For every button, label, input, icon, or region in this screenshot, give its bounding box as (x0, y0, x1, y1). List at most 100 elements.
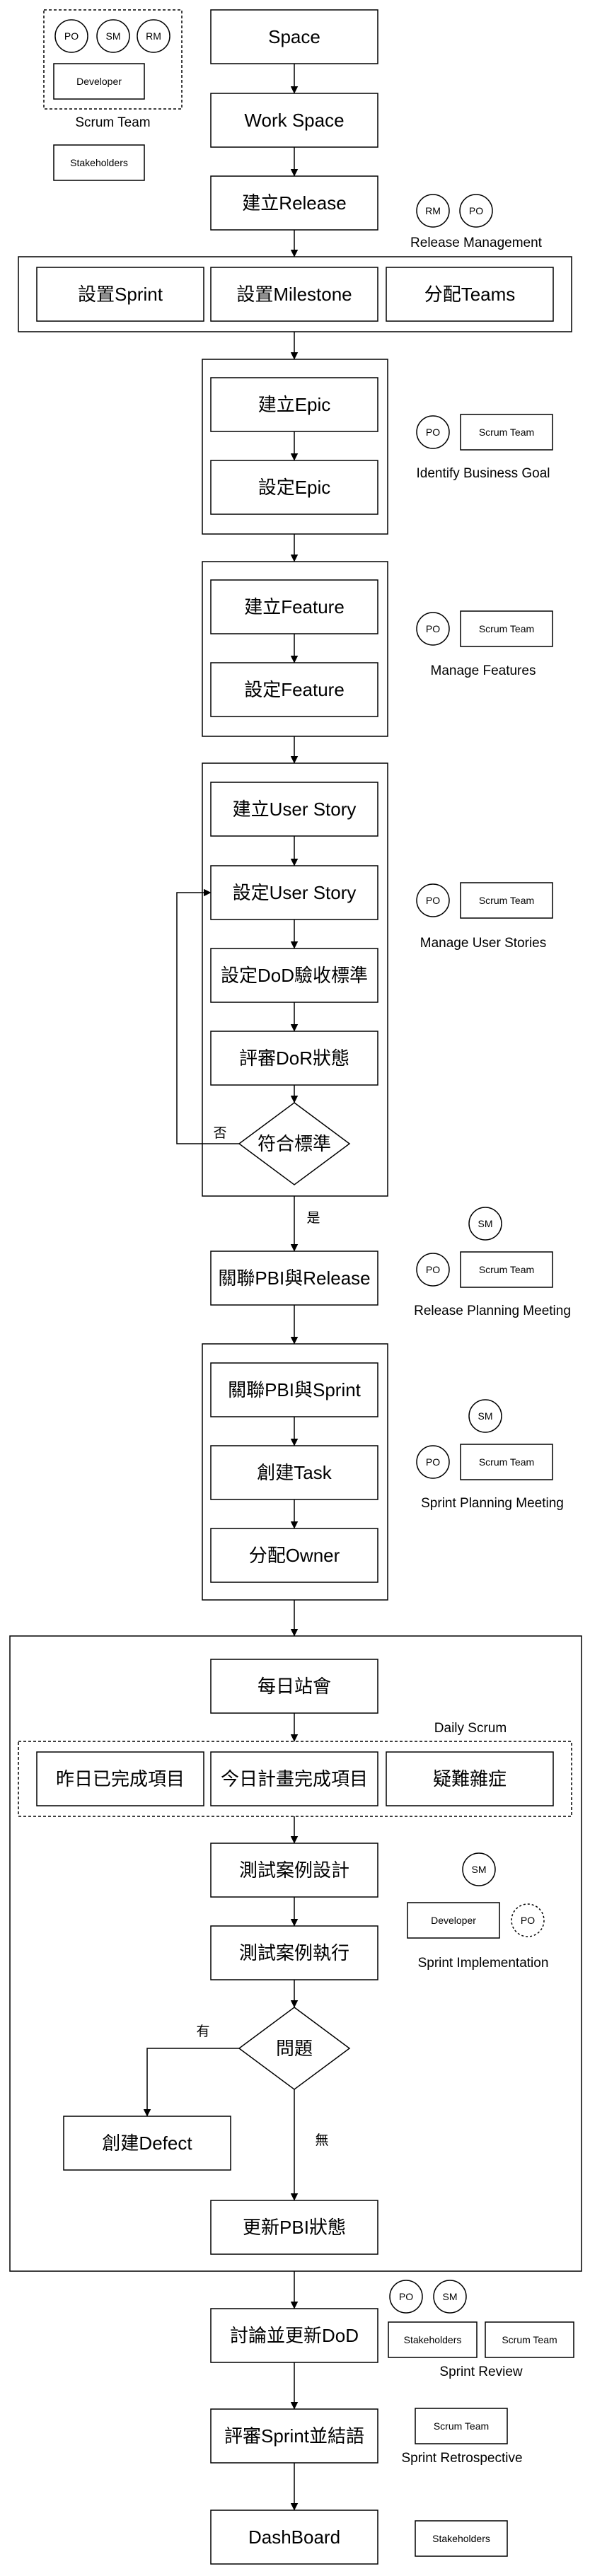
caption-identify-goal: Identify Business Goal (416, 465, 550, 481)
role-developer-box (53, 63, 145, 100)
decision-meets-criteria-label: 符合標準 (257, 1133, 331, 1154)
edge-label-has: 有 (196, 2024, 210, 2039)
caption-sprint-retrospective: Sprint Retrospective (401, 2450, 523, 2466)
role-scrum-team-label: Scrum Team (478, 427, 535, 438)
role-po-circle (459, 194, 493, 228)
role-po-label: PO (520, 1915, 536, 1926)
node-review-dor-label: 評審DoR狀態 (238, 1048, 349, 1069)
decision-issue-label: 問題 (275, 2038, 313, 2059)
node-set-epic-label: 設定Epic (258, 477, 331, 498)
node-create-epic-label: 建立Epic (258, 394, 331, 415)
role-sm-label: SM (471, 1864, 487, 1875)
role-stakeholders-box (53, 144, 145, 181)
role-sm-circle (433, 2280, 467, 2314)
node-set-feature-label: 設定Feature (244, 679, 345, 700)
node-discuss-dod-label: 討論並更新DoD (229, 2325, 359, 2346)
node-impediments (386, 1751, 554, 1806)
node-create-feature-label: 建立Feature (244, 596, 345, 617)
role-scrum-team-box (485, 2321, 574, 2358)
role-developer-label: Developer (76, 76, 122, 87)
role-scrum-team-label: Scrum Team (502, 2334, 557, 2345)
node-plan-today-label: 今日計畫完成項目 (220, 1768, 368, 1789)
caption-release-planning: Release Planning Meeting (414, 1303, 571, 1318)
caption-release-management: Release Management (410, 235, 542, 250)
node-link-pbi-sprint-label: 關聯PBI與Sprint (228, 1379, 361, 1400)
role-po-label: PO (425, 1264, 441, 1275)
role-stakeholders-label: Stakeholders (432, 2533, 490, 2544)
node-assign-teams-label: 分配Teams (424, 284, 516, 305)
node-workspace-label: Work Space (244, 110, 345, 131)
node-dashboard-label: DashBoard (248, 2526, 341, 2548)
caption-manage-stories: Manage User Stories (420, 935, 547, 951)
node-set-milestone (210, 267, 378, 322)
role-po-label: PO (398, 2291, 414, 2302)
caption-sprint-implementation: Sprint Implementation (417, 1955, 549, 1971)
node-set-dod-label: 設定DoD驗收標準 (220, 965, 368, 986)
node-done-yesterday-label: 昨日已完成項目 (55, 1768, 185, 1789)
role-scrum-team-box (460, 414, 553, 451)
node-done-yesterday (36, 1751, 204, 1806)
role-sm-label: SM (442, 2291, 458, 2302)
role-sm-label: SM (478, 1218, 493, 1229)
role-scrum-team-label: Scrum Team (478, 1264, 535, 1275)
node-plan-today (210, 1751, 378, 1806)
role-po-label: PO (425, 427, 441, 438)
role-rm-circle (137, 19, 170, 53)
caption-scrum-team: Scrum Team (75, 115, 151, 130)
role-po-label: PO (468, 205, 484, 216)
role-sm-circle (96, 19, 130, 53)
role-developer-box (407, 1902, 500, 1939)
role-po-circle (511, 1903, 545, 1937)
role-po-circle (54, 19, 88, 53)
role-scrum-team-label: Scrum Team (478, 623, 535, 634)
edge-label-yes: 是 (306, 1210, 320, 1226)
role-po-circle (416, 1253, 450, 1287)
role-sm-circle (468, 1207, 502, 1241)
edge-label-no: 否 (213, 1125, 227, 1141)
role-scrum-team-box (460, 1444, 553, 1480)
node-set-milestone-label: 設置Milestone (236, 284, 352, 305)
role-scrum-team-box (460, 882, 553, 919)
caption-daily-scrum: Daily Scrum (434, 1720, 507, 1736)
role-scrum-team-label: Scrum Team (478, 1456, 535, 1468)
role-rm-label: RM (425, 205, 441, 216)
node-create-task-label: 創建Task (257, 1462, 332, 1483)
caption-sprint-review: Sprint Review (439, 2364, 523, 2379)
role-sm-label: SM (478, 1410, 493, 1422)
role-po-circle (416, 883, 450, 917)
decision-meets-criteria (238, 1102, 351, 1185)
role-scrum-team-box (415, 2408, 508, 2444)
role-stakeholders-label: Stakeholders (70, 157, 128, 168)
node-set-sprint (36, 267, 204, 322)
role-scrum-team-label: Scrum Team (478, 895, 535, 906)
role-po-label: PO (64, 30, 79, 42)
role-sm-circle (462, 1852, 496, 1886)
role-po-circle (416, 1445, 450, 1479)
role-po-circle (416, 415, 450, 449)
role-stakeholders-label: Stakeholders (403, 2334, 462, 2345)
node-set-story-label: 設定User Story (232, 882, 357, 903)
role-sm-circle (468, 1399, 502, 1433)
node-create-story-label: 建立User Story (232, 799, 357, 820)
role-po-label: PO (425, 895, 441, 906)
node-create-defect-label: 創建Defect (102, 2133, 192, 2154)
node-daily-standup-label: 每日站會 (257, 1676, 331, 1697)
role-developer-label: Developer (431, 1915, 476, 1926)
role-rm-label: RM (146, 30, 161, 42)
role-po-label: PO (425, 623, 441, 634)
node-impediments-label: 疑難雜症 (432, 1768, 507, 1789)
caption-manage-features: Manage Features (430, 663, 536, 678)
role-sm-label: SM (105, 30, 121, 42)
node-link-pbi-release-label: 關聯PBI與Release (218, 1267, 371, 1289)
node-update-pbi-label: 更新PBI狀態 (243, 2217, 346, 2238)
edge-label-none: 無 (315, 2133, 329, 2148)
role-scrum-team-label: Scrum Team (433, 2420, 490, 2432)
node-test-exec-label: 測試案例執行 (238, 1942, 349, 1963)
node-assign-teams (386, 267, 554, 322)
node-set-sprint-label: 設置Sprint (78, 284, 163, 305)
role-po-circle (389, 2280, 423, 2314)
role-scrum-team-box (460, 1251, 553, 1288)
node-create-release-label: 建立Release (242, 192, 347, 214)
node-assign-owner-label: 分配Owner (248, 1545, 340, 1566)
